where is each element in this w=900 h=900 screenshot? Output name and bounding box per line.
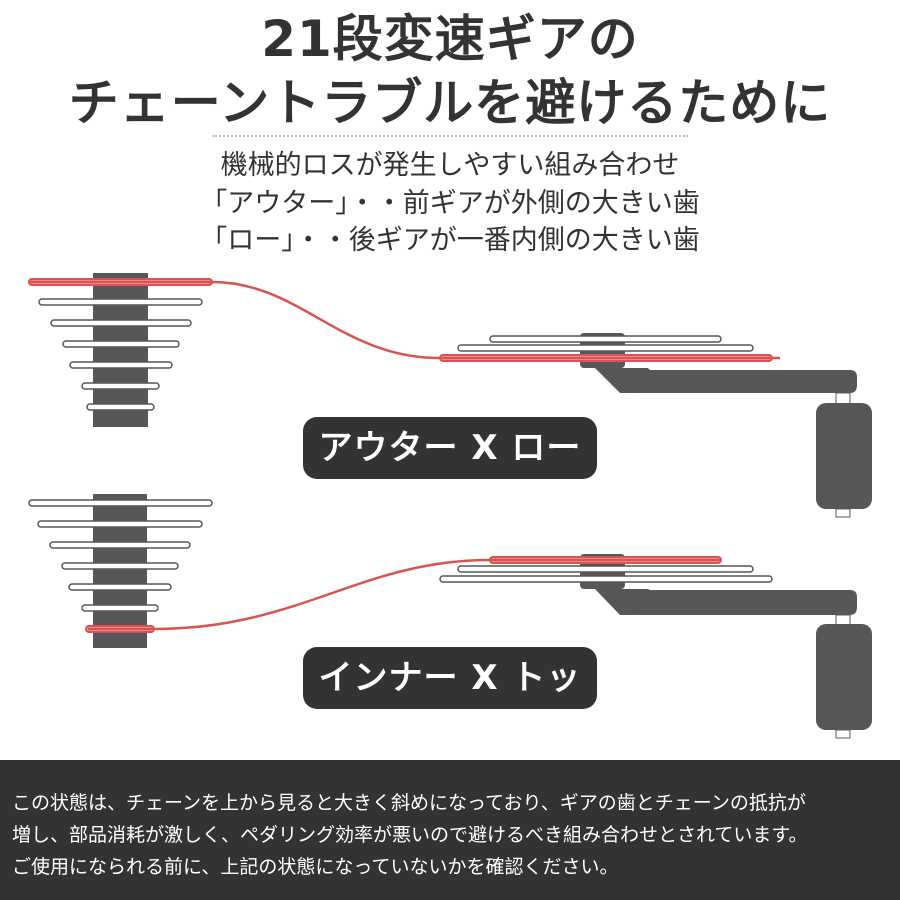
chain-line bbox=[88, 558, 720, 631]
crank-arm-icon bbox=[612, 368, 857, 393]
gear-diagrams bbox=[28, 273, 872, 739]
front-chainrings bbox=[439, 565, 773, 583]
crank-arm-icon bbox=[612, 589, 857, 615]
chain-line bbox=[30, 280, 780, 360]
diagram-outer-low bbox=[28, 273, 872, 518]
subtitle-line1: 機械的ロスが発生しやすい組み合わせ bbox=[220, 150, 680, 181]
footer-line2: 増し、部品消耗が激しく、ペダリング効率が悪いので避けるべき組み合わせとされていま… bbox=[12, 824, 808, 846]
label-outer-low-badge: アウター X ロー bbox=[303, 417, 597, 479]
dotted-divider bbox=[212, 135, 688, 137]
pedal-icon bbox=[816, 403, 872, 509]
label-inner-top-badge: インナー X トップ bbox=[303, 647, 597, 760]
diagram-inner-top bbox=[28, 494, 872, 739]
page-title-line1: 21段変速ギアの bbox=[261, 10, 639, 68]
footer-line3: ご使用になられる前に、上記の状態になっていないかを確認ください。 bbox=[12, 856, 619, 878]
pedal-icon bbox=[816, 624, 872, 730]
rear-cassette-hub-icon bbox=[93, 494, 147, 648]
subtitle-line3: 「ロー」・・後ギアが一番内側の大きい歯 bbox=[200, 225, 700, 256]
subtitle-line2: 「アウター」・・前ギアが外側の大きい歯 bbox=[200, 188, 700, 219]
footer-line1: この状態は、チェーンを上から見ると大きく斜めになっており、ギアの歯とチェーンの抵… bbox=[12, 792, 806, 814]
rear-cogs bbox=[28, 499, 213, 612]
page-title-line2: チェーントラブルを避けるために bbox=[68, 74, 832, 132]
footer-note-panel: この状態は、チェーンを上から見ると大きく斜めになっており、ギアの歯とチェーンの抵… bbox=[0, 760, 900, 900]
